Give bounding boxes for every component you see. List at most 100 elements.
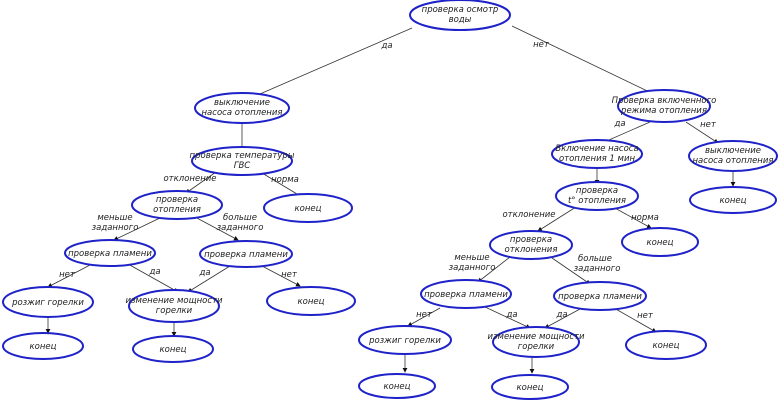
node-text: розжиг горелки bbox=[11, 298, 84, 308]
label-net-root: нет bbox=[533, 40, 550, 50]
node-text: конец bbox=[647, 238, 674, 248]
node-end-norm-right: конец bbox=[621, 227, 699, 257]
node-end-norm-left: конец bbox=[263, 193, 353, 223]
node-text: отопления bbox=[153, 205, 201, 215]
edge-flamer-power bbox=[187, 265, 231, 293]
node-text: проверка пламени bbox=[68, 249, 152, 259]
edge-heat-pumpoff bbox=[685, 121, 719, 144]
node-text: насоса отопления bbox=[202, 108, 283, 118]
node-text: проверка bbox=[510, 235, 552, 245]
edge-temp-norm bbox=[261, 172, 303, 198]
label-bolshe-r1: больше bbox=[578, 254, 612, 264]
edge-labels: да нет отклонение норма меньше заданного… bbox=[59, 40, 717, 321]
node-ignite-left: розжиг горелки bbox=[2, 286, 94, 318]
node-text: конец bbox=[517, 383, 544, 393]
node-flame-left: проверка пламени bbox=[64, 239, 156, 267]
node-t-heat: проверка t° отопления bbox=[555, 181, 639, 211]
node-text: проверка пламени bbox=[424, 290, 508, 300]
node-end-off: конец bbox=[689, 186, 777, 214]
label-menshe-r1: меньше bbox=[454, 253, 489, 263]
label-menshe-l1: меньше bbox=[97, 213, 132, 223]
node-text: конец bbox=[160, 345, 187, 355]
label-net-flamer2: нет bbox=[637, 311, 654, 321]
node-text: конец bbox=[720, 196, 747, 206]
label-otkl-l: отклонение bbox=[163, 174, 216, 184]
label-norma-l: норма bbox=[271, 175, 299, 185]
label-da-root: да bbox=[380, 41, 392, 51]
edge-ign-flamel bbox=[113, 216, 163, 241]
node-end-no-left: конец bbox=[266, 286, 356, 316]
node-pump-on: выключение насоса отопления bbox=[194, 92, 290, 124]
edge-ign-flamer bbox=[194, 216, 239, 241]
label-net-flamer: нет bbox=[281, 270, 298, 280]
label-da-heat: да bbox=[613, 119, 625, 129]
node-end-no-right: конец bbox=[625, 330, 707, 360]
node-text: проверка пламени bbox=[204, 250, 288, 260]
node-text: розжиг горелки bbox=[368, 336, 441, 346]
node-end-ignite-left: конец bbox=[2, 332, 84, 360]
edge-flamel-ignite bbox=[47, 264, 91, 288]
label-net-heat: нет bbox=[700, 120, 717, 130]
node-text: Проверка включенного bbox=[612, 96, 717, 106]
edge-root-heat bbox=[511, 25, 665, 100]
label-norma-r: норма bbox=[631, 213, 659, 223]
label-da-flamer: да bbox=[198, 268, 210, 278]
node-text: воды bbox=[449, 15, 472, 25]
node-text: проверка пламени bbox=[558, 292, 642, 302]
node-text: проверка температуры bbox=[190, 151, 295, 161]
edge-flamer2-power bbox=[544, 308, 581, 329]
label-menshe-l2: заданного bbox=[92, 223, 139, 233]
label-da-flamel2: да bbox=[505, 310, 517, 320]
edge-flamer-end bbox=[261, 265, 301, 287]
node-pump-1min: Включение насоса отопления 1 мин bbox=[551, 139, 643, 169]
node-temp-check: проверка температуры ГВС bbox=[190, 146, 295, 176]
node-text: конец bbox=[30, 342, 57, 352]
node-text: горелки bbox=[518, 342, 555, 352]
node-flame-right-2: проверка пламени bbox=[553, 281, 647, 311]
node-end-power-right: конец bbox=[491, 374, 569, 400]
node-check-ign-left: проверка отопления bbox=[131, 190, 223, 220]
edge-ign2-flamer bbox=[551, 257, 591, 285]
edges bbox=[45, 25, 736, 374]
label-da-flamer2: да bbox=[555, 310, 567, 320]
node-text: изменение мощности bbox=[487, 332, 584, 342]
node-power-left: изменение мощности горелки bbox=[125, 289, 223, 323]
node-root: проверка осмотр воды bbox=[409, 0, 511, 31]
label-da-flamel: да bbox=[148, 267, 160, 277]
node-text: проверка осмотр bbox=[422, 5, 499, 15]
node-end-power-left: конец bbox=[132, 335, 214, 363]
node-text: горелки bbox=[156, 306, 193, 316]
node-text: конец bbox=[384, 382, 411, 392]
label-net-flamel2: нет bbox=[416, 310, 433, 320]
edge-heat-pump1min bbox=[601, 121, 651, 144]
node-text: Включение насоса bbox=[555, 144, 638, 154]
node-text: t° отопления bbox=[568, 196, 626, 206]
node-check-ign-right: проверка отклонения bbox=[489, 230, 573, 260]
edge-temp-ign bbox=[185, 171, 217, 194]
node-ignite-right: розжиг горелки bbox=[358, 325, 452, 355]
edge-t-ign2 bbox=[537, 206, 577, 232]
node-text: изменение мощности bbox=[125, 296, 222, 306]
node-text: насоса отопления bbox=[693, 156, 774, 166]
edge-ign2-flamel bbox=[477, 256, 511, 283]
node-text: отклонения bbox=[505, 245, 558, 255]
node-text: выключение bbox=[705, 146, 761, 156]
node-text: режима отопления bbox=[620, 106, 707, 116]
edge-flamel2-power bbox=[482, 305, 531, 329]
node-text: ГВС bbox=[234, 161, 251, 171]
edge-flamel-power bbox=[127, 263, 179, 293]
node-text: конец bbox=[295, 204, 322, 214]
label-bolshe-r2: заданного bbox=[574, 264, 621, 274]
label-bolshe-l2: заданного bbox=[217, 223, 264, 233]
edge-flamel2-ignite bbox=[407, 307, 441, 327]
label-menshe-r2: заданного bbox=[449, 263, 496, 273]
node-text: конец bbox=[653, 341, 680, 351]
label-net-flamel: нет bbox=[59, 270, 76, 280]
node-text: отопления 1 мин bbox=[559, 154, 636, 164]
node-text: проверка bbox=[156, 195, 198, 205]
node-flame-left-2: проверка пламени bbox=[420, 279, 512, 309]
label-bolshe-l1: больше bbox=[223, 213, 257, 223]
node-flame-right: проверка пламени bbox=[199, 240, 293, 268]
edge-root-pump bbox=[245, 27, 413, 101]
